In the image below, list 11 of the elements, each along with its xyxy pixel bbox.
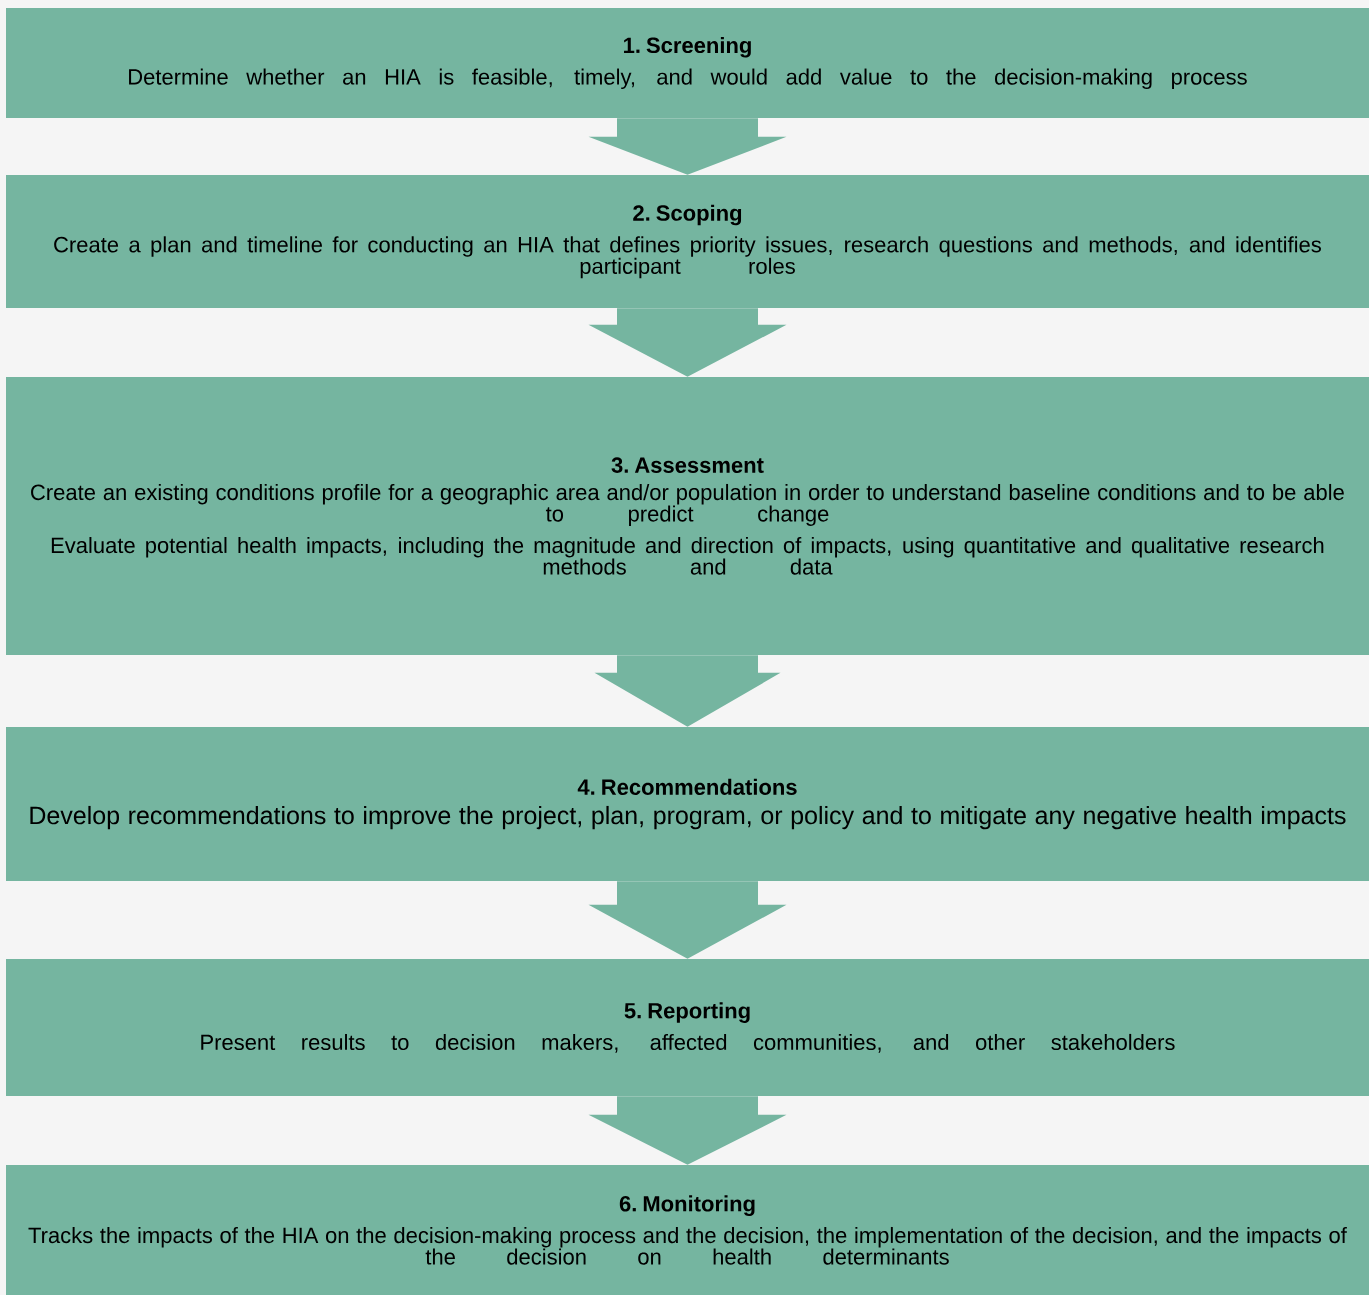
block-arrow bbox=[588, 308, 787, 377]
block-arrow bbox=[594, 655, 781, 727]
step-box: 5. Reporting Present results to decision makers, affected communities, and other stakeholders bbox=[6, 959, 1369, 1096]
block-arrow bbox=[588, 1096, 787, 1165]
block-arrow bbox=[588, 881, 787, 959]
step-box: 1. Screening Determine whether an HIA is feasible, timely, and would add value to the decision-making process bbox=[6, 8, 1369, 118]
step-box: 6. Monitoring Tracks the impacts of the HIA on the decision-making process and the decision, the implementation of the decision, and the impacts of the decision on health determinants bbox=[6, 1165, 1369, 1295]
step-box: 3. Assessment Create an existing conditions profile for a geographic area and/or population in order to understand baseline conditions and to be able to predict change Evaluate potential health impacts, including the magnitude and direction of impacts, using quantitative and qualitative research methods and data bbox=[6, 377, 1369, 655]
step-box: 2. Scoping Create a plan and timeline for conducting an HIA that defines priority issues, research questions and methods, and identifies participant roles bbox=[6, 175, 1369, 308]
step-box: 4. Recommendations Develop recommendations to improve the project, plan, program, or policy and to mitigate any negative health impacts bbox=[6, 727, 1369, 881]
block-arrow bbox=[588, 118, 787, 175]
